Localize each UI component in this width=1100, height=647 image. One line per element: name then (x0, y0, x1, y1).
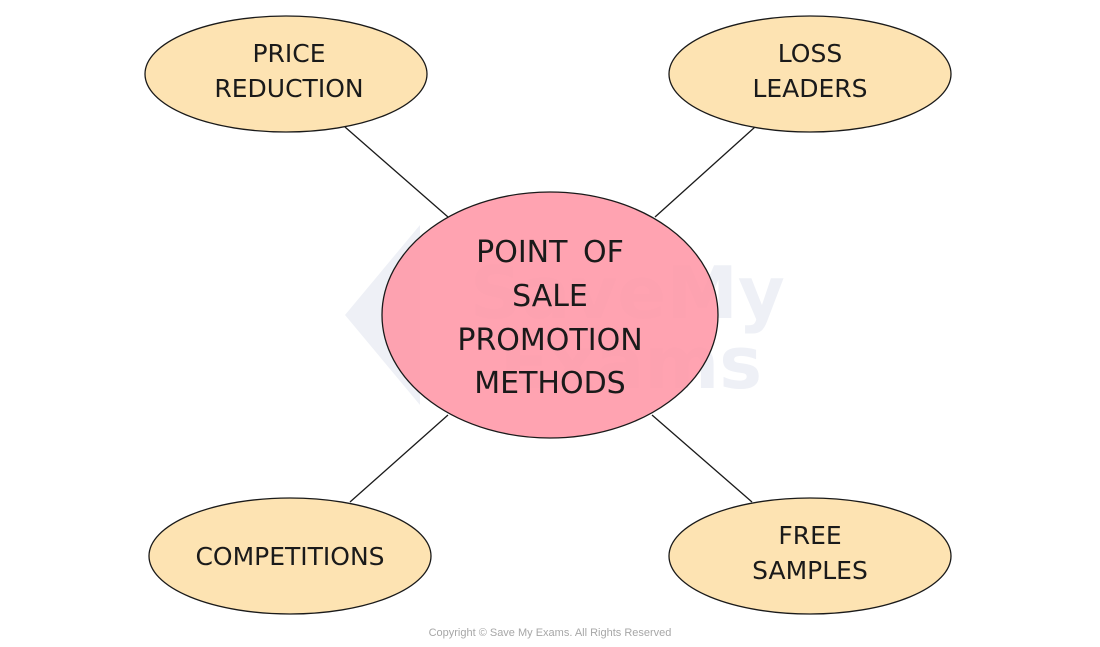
connector-free-samples (651, 414, 753, 503)
center-label-line: SALE (512, 279, 588, 314)
node-shape (668, 497, 952, 615)
node-shape (668, 15, 952, 133)
center-label-line: METHODS (474, 366, 625, 401)
node-label-line: LEADERS (752, 74, 867, 103)
node-label-line: LOSS (778, 39, 842, 68)
connector-competitions (349, 414, 449, 503)
node-label-line: FREE (778, 521, 841, 550)
connector-loss-leaders (654, 126, 756, 218)
node-price-reduction: PRICE REDUCTION (144, 15, 428, 133)
connectors (344, 126, 756, 503)
node-competitions: COMPETITIONS (148, 497, 432, 615)
node-label-line: REDUCTION (214, 74, 363, 103)
node-center: POINT OF SALE PROMOTION METHODS (381, 191, 719, 439)
node-shape (148, 497, 432, 615)
connector-price-reduction (344, 126, 449, 218)
node-loss-leaders: LOSS LEADERS (668, 15, 952, 133)
center-label-line: PROMOTION (457, 323, 642, 358)
node-label-line: COMPETITIONS (195, 542, 384, 571)
center-shape (381, 191, 719, 439)
node-free-samples: FREE SAMPLES (668, 497, 952, 615)
center-label-line: POINT OF (476, 235, 624, 270)
node-shape (144, 15, 428, 133)
node-label-line: PRICE (252, 39, 325, 68)
copyright-notice: Copyright © Save My Exams. All Rights Re… (428, 627, 672, 639)
node-label-line: SAMPLES (752, 556, 868, 585)
